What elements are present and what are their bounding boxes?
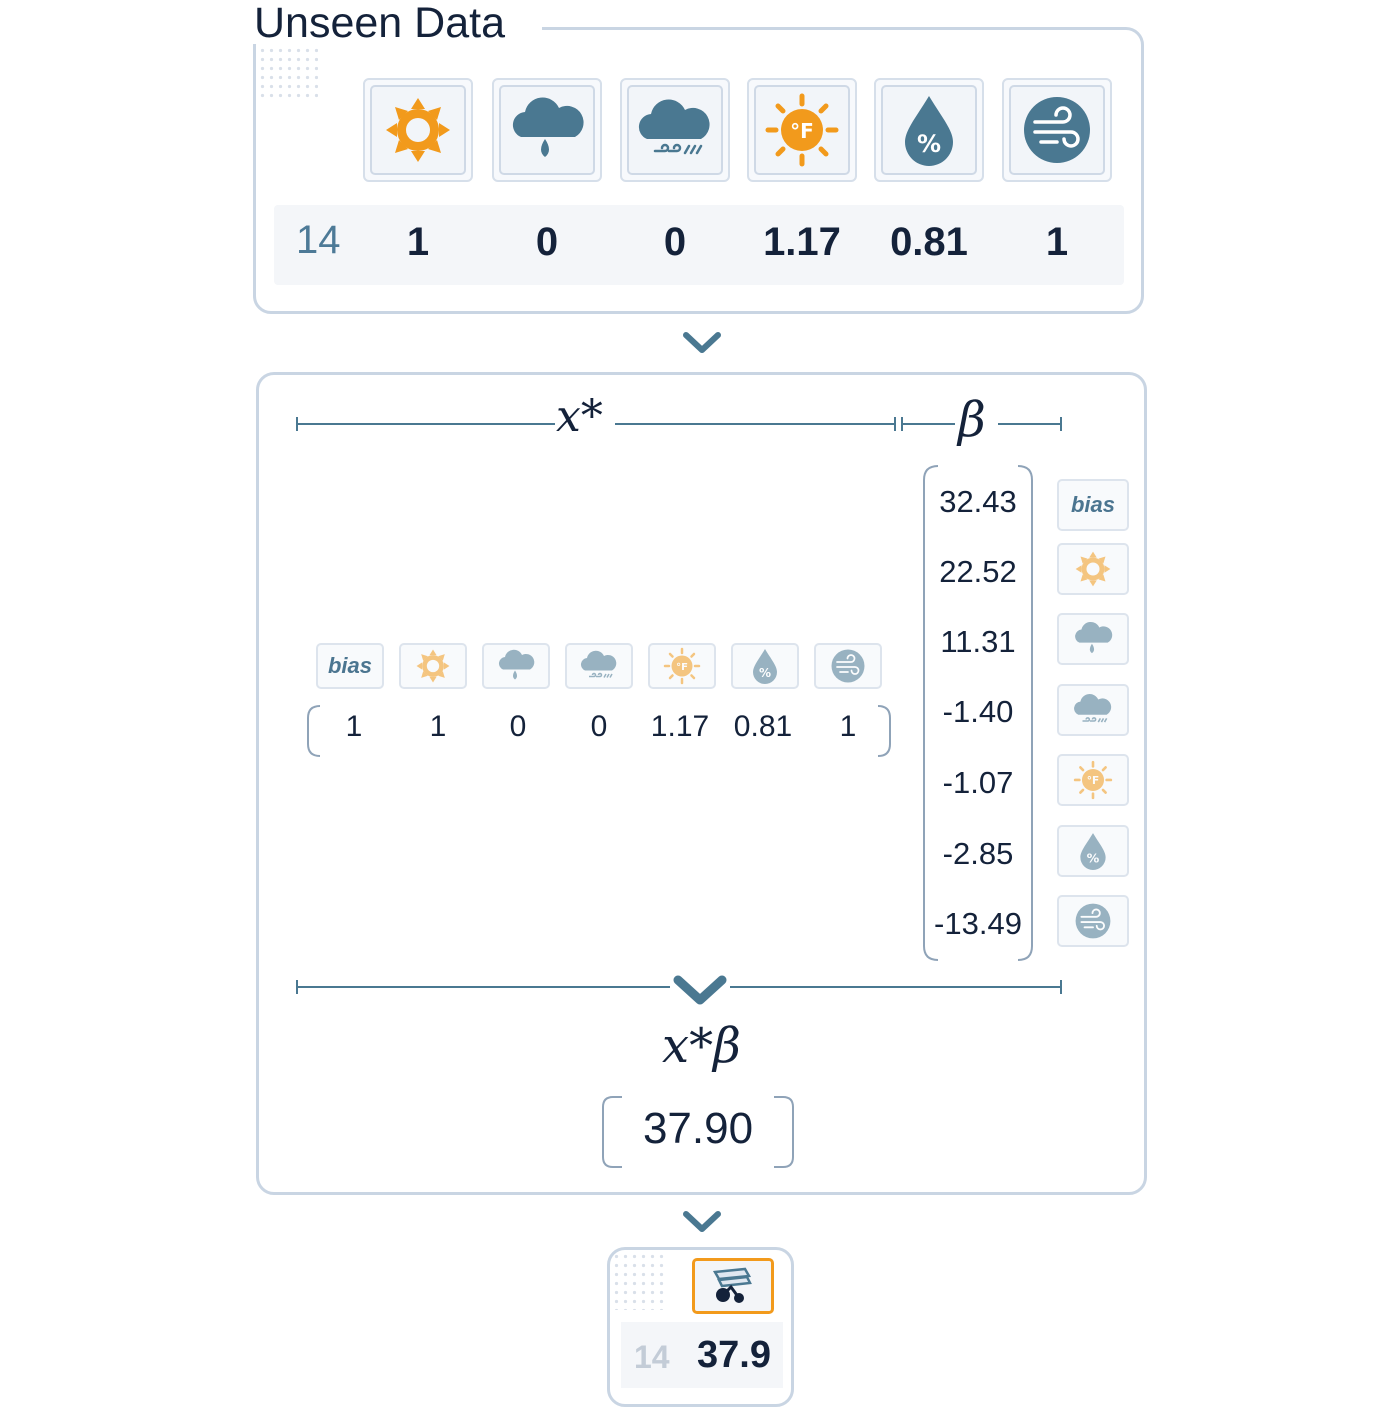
beta-card-temperature: °F <box>1057 754 1129 806</box>
beta-value-rain: 11.31 <box>940 624 1016 659</box>
bias-label: bias <box>327 653 373 678</box>
x-card-humidity: % <box>731 643 799 689</box>
svg-text:%: % <box>1087 851 1100 866</box>
svg-text:°F: °F <box>790 119 814 143</box>
feature-value-rain: 0 <box>535 220 559 264</box>
beta-value-wind-rain: -1.40 <box>942 694 1014 729</box>
x-value-wind-rain: 0 <box>590 710 608 743</box>
x-card-sun <box>399 643 467 689</box>
beta-card-rain <box>1057 613 1129 665</box>
x-value-temperature: 1.17 <box>650 710 710 743</box>
bike-card <box>692 1258 774 1314</box>
bike-rental-icon <box>712 1267 752 1303</box>
svg-text:°F: °F <box>1087 775 1099 787</box>
beta-value-wind: -13.49 <box>934 906 1022 941</box>
model-panel <box>256 372 1147 1195</box>
beta-value-sun: 22.52 <box>939 554 1017 589</box>
feature-card-rain <box>492 78 602 182</box>
wind-icon <box>1024 97 1090 163</box>
x-card-rain <box>482 643 550 689</box>
chevron-down-icon <box>683 1211 721 1232</box>
values-row-bg <box>621 1322 783 1388</box>
feature-card-humidity: % <box>874 78 984 182</box>
feature-value-wind-rain: 0 <box>663 220 687 264</box>
result-brackets <box>602 1096 794 1168</box>
beta-card-wind <box>1057 895 1129 947</box>
x-value-sun: 1 <box>429 710 447 743</box>
feature-value-wind: 1 <box>1045 220 1069 264</box>
x-value-humidity: 0.81 <box>733 710 793 743</box>
x-card-bias: bias <box>316 643 384 689</box>
sun-icon <box>386 98 450 162</box>
fahrenheit-sun-icon: °F <box>1073 760 1113 800</box>
x-value-rain: 0 <box>509 710 527 743</box>
row-index: 14 <box>296 218 341 262</box>
x-value-bias: 1 <box>345 710 363 743</box>
values-row-bg <box>274 205 1124 285</box>
sun-icon <box>416 649 450 683</box>
fahrenheit-sun-icon: °F <box>663 647 701 685</box>
humidity-drop-icon: % <box>905 96 953 166</box>
cloud-wind-rain-icon <box>580 650 617 678</box>
x-card-temperature: °F <box>648 643 716 689</box>
beta-value-humidity: -2.85 <box>942 836 1014 871</box>
feature-value-temperature: 1.17 <box>763 220 841 264</box>
x-card-wind-rain <box>565 643 633 689</box>
svg-text:%: % <box>759 666 771 680</box>
feature-card-wind <box>1002 78 1112 182</box>
humidity-drop-icon: % <box>1080 833 1106 870</box>
beta-card-bias: bias <box>1057 479 1129 531</box>
feature-card-temperature: °F <box>747 78 857 182</box>
beta-label: β <box>958 392 986 448</box>
cloud-wind-rain-icon <box>1074 694 1112 723</box>
feature-card-sun <box>363 78 473 182</box>
x-star-label: x* <box>556 391 603 442</box>
decorative-dots <box>612 1252 668 1310</box>
chevron-down-icon <box>673 975 727 1005</box>
cloud-rain-icon <box>498 649 535 680</box>
bias-label: bias <box>1070 492 1116 517</box>
x-value-wind: 1 <box>839 710 857 743</box>
x-vector-brackets <box>307 705 891 757</box>
feature-value-humidity: 0.81 <box>890 220 968 264</box>
prediction-row-index: 14 <box>634 1339 670 1375</box>
feature-value-sun: 1 <box>406 220 430 264</box>
product-label: x*β <box>662 1018 741 1074</box>
dimension-lines <box>296 417 1062 994</box>
beta-card-wind-rain <box>1057 684 1129 736</box>
chevron-down-icon <box>683 332 721 353</box>
unseen-data-title: Unseen Data <box>254 0 505 47</box>
prediction-value: 37.9 <box>697 1334 771 1376</box>
fahrenheit-sun-icon: °F <box>765 93 839 167</box>
feature-card-wind-rain <box>620 78 730 182</box>
cloud-wind-rain-icon <box>638 99 710 155</box>
beta-card-sun <box>1057 543 1129 595</box>
beta-value-temperature: -1.07 <box>942 765 1014 800</box>
svg-text:°F: °F <box>676 662 688 673</box>
svg-text:%: % <box>917 130 941 158</box>
cloud-rain-icon <box>1075 621 1113 654</box>
beta-card-humidity: % <box>1057 825 1129 877</box>
humidity-drop-icon: % <box>753 649 777 684</box>
x-card-wind <box>814 643 882 689</box>
beta-vector-brackets <box>923 465 1033 961</box>
result-value: 37.90 <box>642 1104 754 1153</box>
decorative-dots <box>258 46 318 102</box>
beta-value-bias: 32.43 <box>939 484 1017 519</box>
cloud-rain-icon <box>512 97 584 157</box>
sun-icon <box>1075 551 1111 587</box>
wind-icon <box>1075 903 1111 939</box>
unseen-data-title-bg <box>250 0 542 44</box>
wind-icon <box>831 649 865 683</box>
